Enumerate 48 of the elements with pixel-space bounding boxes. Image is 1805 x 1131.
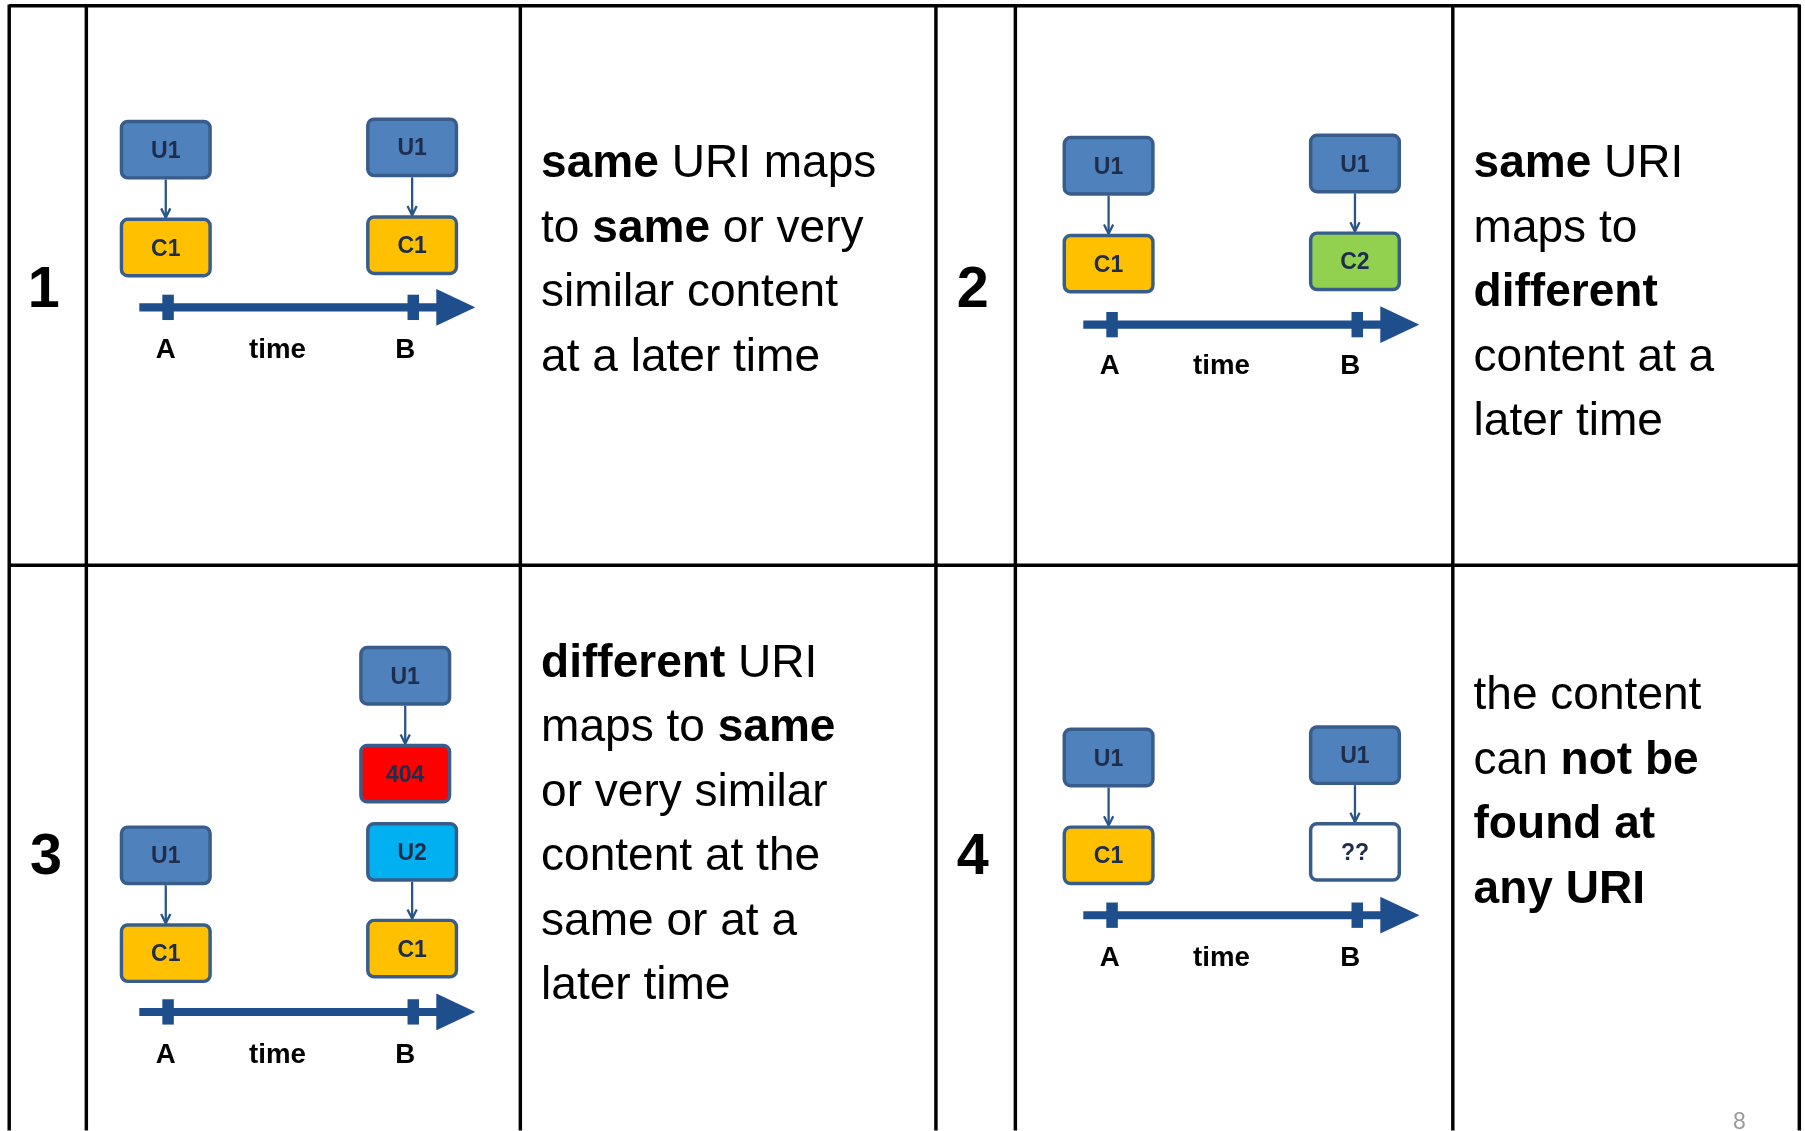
arrow: [160, 179, 172, 219]
content-box: C1: [366, 918, 459, 979]
uri-box: U1: [1308, 725, 1401, 786]
arrow: [1102, 787, 1115, 827]
content-box: C2: [1308, 231, 1401, 292]
row-number: 1: [27, 259, 60, 317]
arrow: [1349, 785, 1361, 824]
uri-box: U1: [1308, 133, 1401, 194]
uri-box: U2: [366, 821, 459, 882]
description-text: same URI maps to same or very similar content at a later time: [541, 134, 878, 382]
error-box: 404: [359, 743, 452, 804]
axis-label: A: [1099, 351, 1120, 379]
content-box: C1: [1062, 233, 1155, 294]
axis-label: time: [249, 1039, 306, 1068]
axis-label: time: [249, 335, 306, 363]
uri-box: U1: [1062, 727, 1155, 788]
axis-label: time: [1193, 942, 1250, 971]
uri-box: U1: [1062, 135, 1155, 196]
axis-label: B: [1340, 942, 1361, 971]
content-box: ??: [1308, 821, 1401, 882]
axis-label: B: [1340, 351, 1361, 379]
arrow: [1102, 195, 1115, 235]
row-number: 3: [30, 825, 63, 883]
axis-label: B: [395, 1039, 416, 1068]
axis-label: B: [395, 335, 416, 363]
axis-label: A: [1099, 942, 1120, 971]
uri-box: U1: [119, 119, 212, 180]
description-text: different URI maps to same or very similar content at the same or at a later time: [541, 634, 837, 1011]
row-number: 2: [956, 259, 989, 317]
uri-box: U1: [119, 825, 212, 886]
page-number: 8: [1733, 1109, 1746, 1131]
axis-label: A: [155, 335, 176, 363]
content-box: C1: [366, 215, 459, 276]
description-text: the content can not be found at any URI: [1473, 666, 1703, 915]
arrow: [1349, 193, 1361, 233]
arrow: [406, 177, 418, 217]
content-box: C1: [119, 217, 212, 278]
axis-label: A: [155, 1039, 176, 1068]
description-text: same URI maps to different content at a later time: [1473, 134, 1716, 447]
content-box: C1: [119, 923, 212, 984]
axis-label: time: [1193, 351, 1250, 379]
arrow: [406, 881, 418, 920]
row-number: 4: [956, 825, 989, 883]
uri-box: U1: [366, 117, 459, 178]
uri-box: U1: [359, 645, 452, 706]
content-box: C1: [1062, 825, 1155, 886]
arrow: [399, 705, 411, 745]
arrow: [160, 885, 172, 925]
